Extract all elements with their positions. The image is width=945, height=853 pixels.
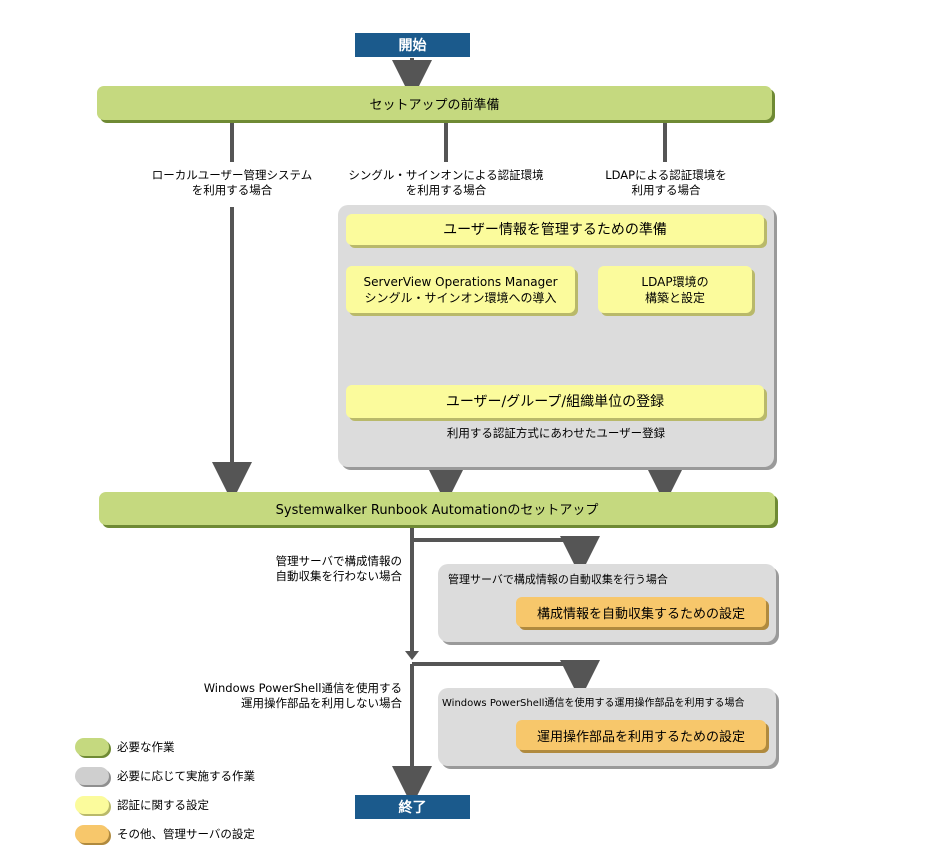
legend-swatch — [75, 738, 109, 756]
config-no-auto-line1: 管理サーバで構成情報の — [275, 554, 402, 568]
legend-swatch — [75, 796, 109, 814]
start-node: 開始 — [355, 33, 470, 57]
svom-box-line2: シングル・サインオン環境への導入 — [364, 290, 557, 305]
branch-label-ldap-line1: LDAPによる認証環境を — [605, 168, 727, 182]
legend-label: その他、管理サーバの設定 — [117, 827, 255, 841]
user-register-note: 利用する認証方式にあわせたユーザー登録 — [446, 426, 666, 440]
start-label: 開始 — [398, 38, 427, 54]
legend-item: 必要な作業 — [75, 738, 315, 756]
config-auto-box-label: 構成情報を自動収集するための設定 — [536, 606, 745, 622]
legend-item: 必要に応じて実施する作業 — [75, 767, 315, 785]
legend-item: 認証に関する設定 — [75, 796, 315, 814]
svom-box-line1: ServerView Operations Manager — [363, 274, 558, 289]
legend: 必要な作業必要に応じて実施する作業認証に関する設定その他、管理サーバの設定 — [75, 738, 315, 848]
ps-no-line1: Windows PowerShell通信を使用する — [203, 681, 402, 695]
legend-item: その他、管理サーバの設定 — [75, 825, 315, 843]
legend-label: 必要な作業 — [117, 740, 175, 754]
setup-bar: Systemwalker Runbook Automationのセットアップ — [99, 492, 775, 525]
user-register-label: ユーザー/グループ/組織単位の登録 — [445, 393, 665, 410]
prep-bar: セットアップの前準備 — [97, 86, 772, 120]
config-auto-title: 管理サーバで構成情報の自動収集を行う場合 — [448, 573, 668, 586]
config-auto-box: 構成情報を自動収集するための設定 — [516, 597, 766, 627]
branch-label-sso-line1: シングル・サインオンによる認証環境 — [348, 168, 544, 182]
auth-panel — [338, 205, 774, 467]
branch-label-local: ローカルユーザー管理システム を利用する場合 — [112, 168, 352, 198]
legend-label: 必要に応じて実施する作業 — [117, 769, 255, 783]
ps-title: Windows PowerShell通信を使用する運用操作部品を利用する場合 — [442, 698, 745, 709]
branch-label-ldap-line2: 利用する場合 — [631, 183, 701, 197]
ps-no-label: Windows PowerShell通信を使用する 運用操作部品を利用しない場合 — [180, 681, 402, 711]
end-label: 終了 — [398, 800, 427, 816]
ps-no-line2: 運用操作部品を利用しない場合 — [241, 696, 402, 710]
config-no-auto-label: 管理サーバで構成情報の 自動収集を行わない場合 — [228, 554, 403, 584]
ps-box-label: 運用操作部品を利用するための設定 — [536, 729, 745, 745]
ldap-box-line2: 構築と設定 — [644, 290, 705, 305]
branch-label-ldap: LDAPによる認証環境を 利用する場合 — [566, 168, 766, 198]
branch-label-sso: シングル・サインオンによる認証環境 を利用する場合 — [326, 168, 566, 198]
branch-label-local-line2: を利用する場合 — [191, 183, 273, 197]
merge-marker — [405, 651, 419, 660]
legend-swatch — [75, 767, 109, 785]
svom-box: ServerView Operations Manager シングル・サインオン… — [346, 266, 575, 313]
user-register-box: ユーザー/グループ/組織単位の登録 — [346, 385, 764, 418]
legend-label: 認証に関する設定 — [117, 798, 209, 812]
ps-box: 運用操作部品を利用するための設定 — [516, 720, 766, 750]
setup-bar-label: Systemwalker Runbook Automationのセットアップ — [275, 503, 599, 518]
config-no-auto-line2: 自動収集を行わない場合 — [275, 569, 403, 583]
branch-label-local-line1: ローカルユーザー管理システム — [151, 168, 313, 182]
user-prep-box: ユーザー情報を管理するための準備 — [346, 214, 764, 245]
ldap-setup-box: LDAP環境の 構築と設定 — [598, 266, 752, 313]
legend-swatch — [75, 825, 109, 843]
end-node: 終了 — [355, 795, 470, 819]
user-prep-label: ユーザー情報を管理するための準備 — [443, 221, 667, 238]
ldap-box-line1: LDAP環境の — [641, 274, 709, 289]
branch-label-sso-line2: を利用する場合 — [405, 183, 487, 197]
prep-bar-label: セットアップの前準備 — [369, 97, 500, 113]
